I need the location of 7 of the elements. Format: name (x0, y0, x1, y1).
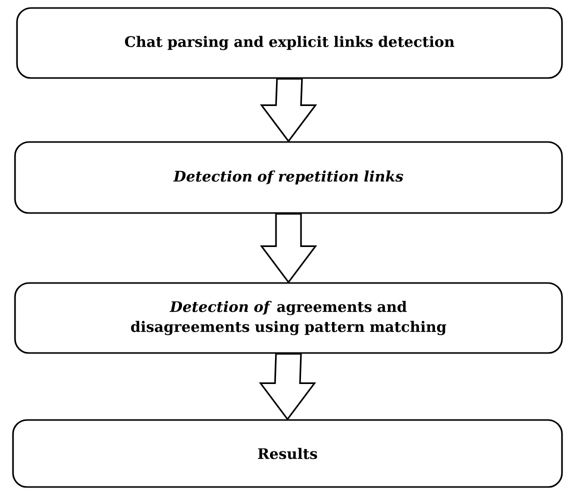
process-box: Results (12, 419, 563, 488)
process-box: Detection of repetition links (14, 141, 563, 214)
block-arrow (260, 213, 318, 284)
block-arrow (260, 78, 318, 143)
process-box: Chat parsing and explicit links detection (16, 7, 563, 79)
process-box: Detection of agreements and disagreements using pattern matching (14, 282, 563, 354)
block-arrow (258, 353, 316, 421)
